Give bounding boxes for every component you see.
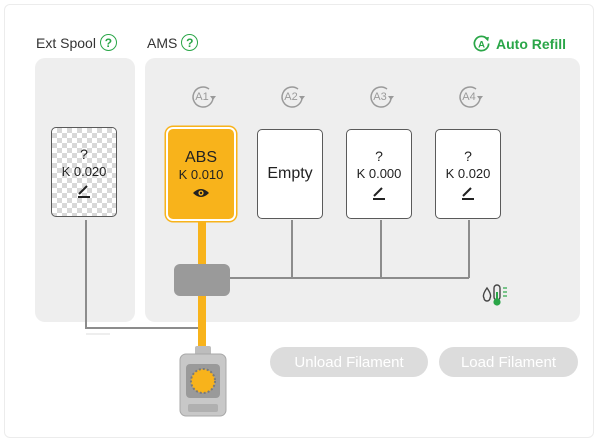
edit-icon[interactable] <box>371 186 387 200</box>
svg-text:A2: A2 <box>284 91 297 103</box>
ams-header: AMS ? <box>147 34 199 51</box>
edit-icon[interactable] <box>460 186 476 200</box>
eye-icon[interactable] <box>192 187 210 199</box>
slot-a4-k-value: K 0.020 <box>445 166 491 181</box>
auto-refill-button[interactable]: A Auto Refill <box>472 34 566 53</box>
load-filament-button[interactable]: Load Filament <box>439 347 578 377</box>
svg-text:A3: A3 <box>373 91 386 103</box>
ext-spool-label: Ext Spool <box>36 34 96 51</box>
ext-spool-k-value: K 0.020 <box>61 164 107 179</box>
slot-a3-k-value: K 0.000 <box>356 166 402 181</box>
unload-filament-button[interactable]: Unload Filament <box>270 347 428 377</box>
svg-text:A1: A1 <box>195 91 208 103</box>
ext-spool-slot[interactable]: ? K 0.020 <box>51 127 117 217</box>
slot-a3-material: ? <box>375 148 383 164</box>
ext-spool-material: ? <box>80 146 88 162</box>
ams-slot-a4[interactable]: ? K 0.020 <box>435 129 501 219</box>
ams-slot-a3[interactable]: ? K 0.000 <box>346 129 412 219</box>
slot-a4-material: ? <box>464 148 472 164</box>
ams-slot-a2[interactable]: Empty <box>257 129 323 219</box>
ext-spool-header: Ext Spool ? <box>36 34 117 51</box>
auto-refill-icon: A <box>473 35 490 52</box>
ext-spool-help-icon[interactable]: ? <box>99 34 117 51</box>
slot-a2-label-icon: A2 <box>281 86 305 108</box>
slot-a2-status: Empty <box>267 165 313 182</box>
ams-help-icon[interactable]: ? <box>181 34 199 51</box>
svg-text:A4: A4 <box>462 91 475 103</box>
edit-icon[interactable] <box>76 184 92 198</box>
auto-refill-label: Auto Refill <box>496 35 566 52</box>
ams-slot-a1[interactable]: ABS K 0.010 <box>168 129 234 219</box>
slot-a1-label-icon: A1 <box>192 86 216 108</box>
slot-a4-label-icon: A4 <box>459 86 483 108</box>
ams-hub <box>174 264 230 296</box>
humidity-thermometer-icon[interactable] <box>481 282 511 308</box>
svg-text:A: A <box>478 39 485 50</box>
slot-a1-k-value: K 0.010 <box>178 167 224 182</box>
ams-label: AMS <box>147 34 178 51</box>
slot-a1-material: ABS <box>184 149 217 166</box>
slot-a3-label-icon: A3 <box>370 86 394 108</box>
extruder-icon <box>179 346 227 417</box>
